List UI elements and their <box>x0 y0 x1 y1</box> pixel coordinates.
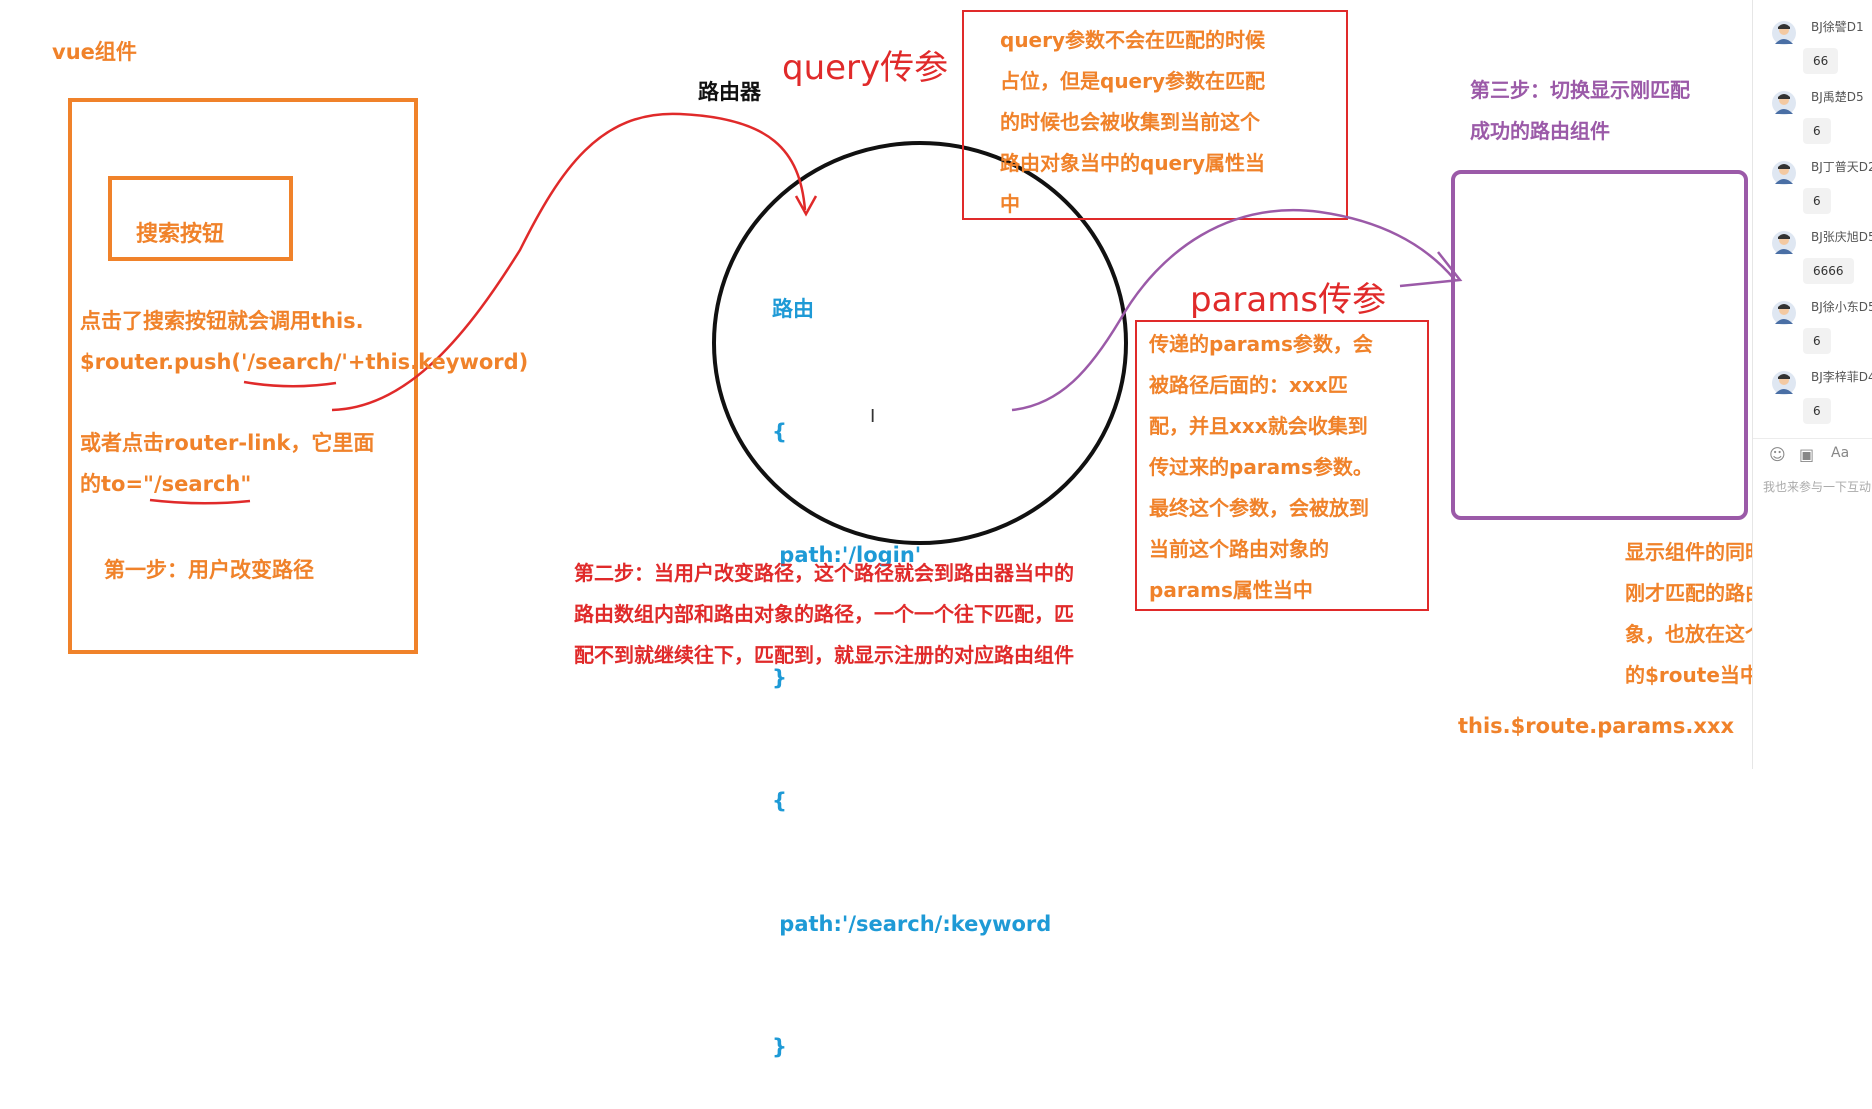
vue-component-label: vue组件 <box>52 40 137 64</box>
params-desc-line: 被路径后面的：xxx匹 <box>1149 373 1348 397</box>
search-button-box <box>108 176 293 261</box>
params-desc-line: 传过来的params参数。 <box>1149 455 1373 479</box>
step2-line: 配不到就继续往下，匹配到，就显示注册的对应路由组件 <box>574 643 1074 667</box>
route-line: } <box>772 1035 787 1059</box>
chat-user-name: BJ李梓菲D4 <box>1811 370 1872 384</box>
arrow-to-display <box>1011 209 1456 412</box>
display-desc-line: 的$route当中 <box>1625 663 1760 687</box>
search-button[interactable]: 搜索按钮 <box>136 222 225 247</box>
font-icon[interactable]: Aa <box>1831 445 1850 461</box>
avatar-icon <box>1772 91 1796 115</box>
step3-line: 成功的路由组件 <box>1470 119 1610 143</box>
chat-message-text: 6 <box>1803 118 1831 144</box>
step2-line: 第二步：当用户改变路径，这个路径就会到路由器当中的 <box>574 561 1074 585</box>
step1-description: 点击了搜索按钮就会调用this. $router.push('/search/'… <box>80 301 528 383</box>
avatar-icon <box>1772 161 1796 185</box>
step3-description: 第三步：切换显示刚匹配 成功的路由组件 <box>1470 70 1690 152</box>
display-component-box <box>1451 170 1748 520</box>
router-label: 路由器 <box>698 80 761 104</box>
chat-message-text: 6666 <box>1803 258 1854 284</box>
params-desc-line: 最终这个参数，会被放到 <box>1149 496 1369 520</box>
avatar-icon <box>1772 301 1796 325</box>
arrow-head-display <box>1399 251 1463 288</box>
step1-alt-line: 或者点击router-link，它里面 <box>80 431 375 455</box>
arrow-head-router <box>794 195 818 217</box>
step1-alternative: 或者点击router-link，它里面 的to="/search" <box>80 423 374 505</box>
route-line: { <box>772 789 787 813</box>
route-line: } <box>772 666 787 690</box>
chat-toolbar: ☺ ▣ Aa <box>1753 438 1872 469</box>
route-line: path:'/login' <box>772 543 922 567</box>
step1-desc-line: $router.push('/search/'+this.keyword) <box>80 350 529 374</box>
chat-panel: BJ徐譬D1 66 BJ禹楚D5 6 BJ丁普天D2 6 BJ张庆旭D5 666… <box>1752 0 1872 769</box>
route-line: 路由 <box>772 297 814 321</box>
underline-search-path <box>243 380 337 388</box>
query-title: query传参 <box>782 48 949 88</box>
query-desc-line: 的时候也会被收集到当前这个 <box>1000 110 1260 134</box>
query-desc-line: query参数不会在匹配的时候 <box>1000 28 1266 52</box>
step2-line: 路由数组内部和路由对象的路径，一个一个往下匹配，匹 <box>574 602 1074 626</box>
params-title: params传参 <box>1190 280 1387 320</box>
step1-desc-line: 点击了搜索按钮就会调用this. <box>80 309 364 333</box>
params-desc-line: 当前这个路由对象的 <box>1149 537 1329 561</box>
query-description: query参数不会在匹配的时候 占位，但是query参数在匹配 的时候也会被收集… <box>1000 20 1265 225</box>
chat-message-text: 6 <box>1803 398 1831 424</box>
query-desc-line: 占位，但是query参数在匹配 <box>1000 69 1266 93</box>
emoji-icon[interactable]: ☺ <box>1769 445 1786 464</box>
chat-user-name: BJ徐小东D5 <box>1811 300 1872 314</box>
chat-user-name: BJ丁普天D2 <box>1811 160 1872 174</box>
text-cursor-icon: I <box>870 406 875 427</box>
params-desc-box <box>1135 320 1429 611</box>
query-desc-line: 中 <box>1000 192 1020 216</box>
query-desc-line: 路由对象当中的query属性当 <box>1000 151 1266 175</box>
diagram-canvas: I <box>68 10 1748 654</box>
params-desc-line: 配，并且xxx就会收集到 <box>1149 414 1368 438</box>
chat-user-name: BJ张庆旭D5 <box>1811 230 1872 244</box>
router-circle <box>712 141 1128 545</box>
route-line: path:'/search/:keyword <box>772 912 1052 936</box>
chat-message-text: 6 <box>1803 188 1831 214</box>
underline-to-search <box>149 498 251 505</box>
chat-message-text: 66 <box>1803 48 1839 74</box>
query-desc-box <box>962 10 1348 220</box>
route-params-code: this.$route.params.xxx <box>1458 714 1734 738</box>
step1-alt-line: 的to="/search" <box>80 472 252 496</box>
step2-description: 第二步：当用户改变路径，这个路径就会到路由器当中的 路由数组内部和路由对象的路径… <box>574 553 1074 676</box>
route-line: { <box>772 420 787 444</box>
chat-message-text: 6 <box>1803 328 1831 354</box>
chat-user-name: BJ禹楚D5 <box>1811 90 1864 104</box>
params-desc-line: params属性当中 <box>1149 578 1313 602</box>
step3-line: 第三步：切换显示刚匹配 <box>1470 78 1690 102</box>
params-description: 传递的params参数，会 被路径后面的：xxx匹 配，并且xxx就会收集到 传… <box>1149 324 1373 611</box>
chat-input[interactable]: 我也来参与一下互动 <box>1763 480 1872 494</box>
step1-title: 第一步：用户改变路径 <box>104 558 314 582</box>
params-desc-line: 传递的params参数，会 <box>1149 332 1373 356</box>
chat-user-name: BJ徐譬D1 <box>1811 20 1864 34</box>
avatar-icon <box>1772 371 1796 395</box>
image-icon[interactable]: ▣ <box>1799 445 1815 464</box>
avatar-icon <box>1772 231 1796 255</box>
avatar-icon <box>1772 21 1796 45</box>
arrow-to-router <box>331 112 807 412</box>
